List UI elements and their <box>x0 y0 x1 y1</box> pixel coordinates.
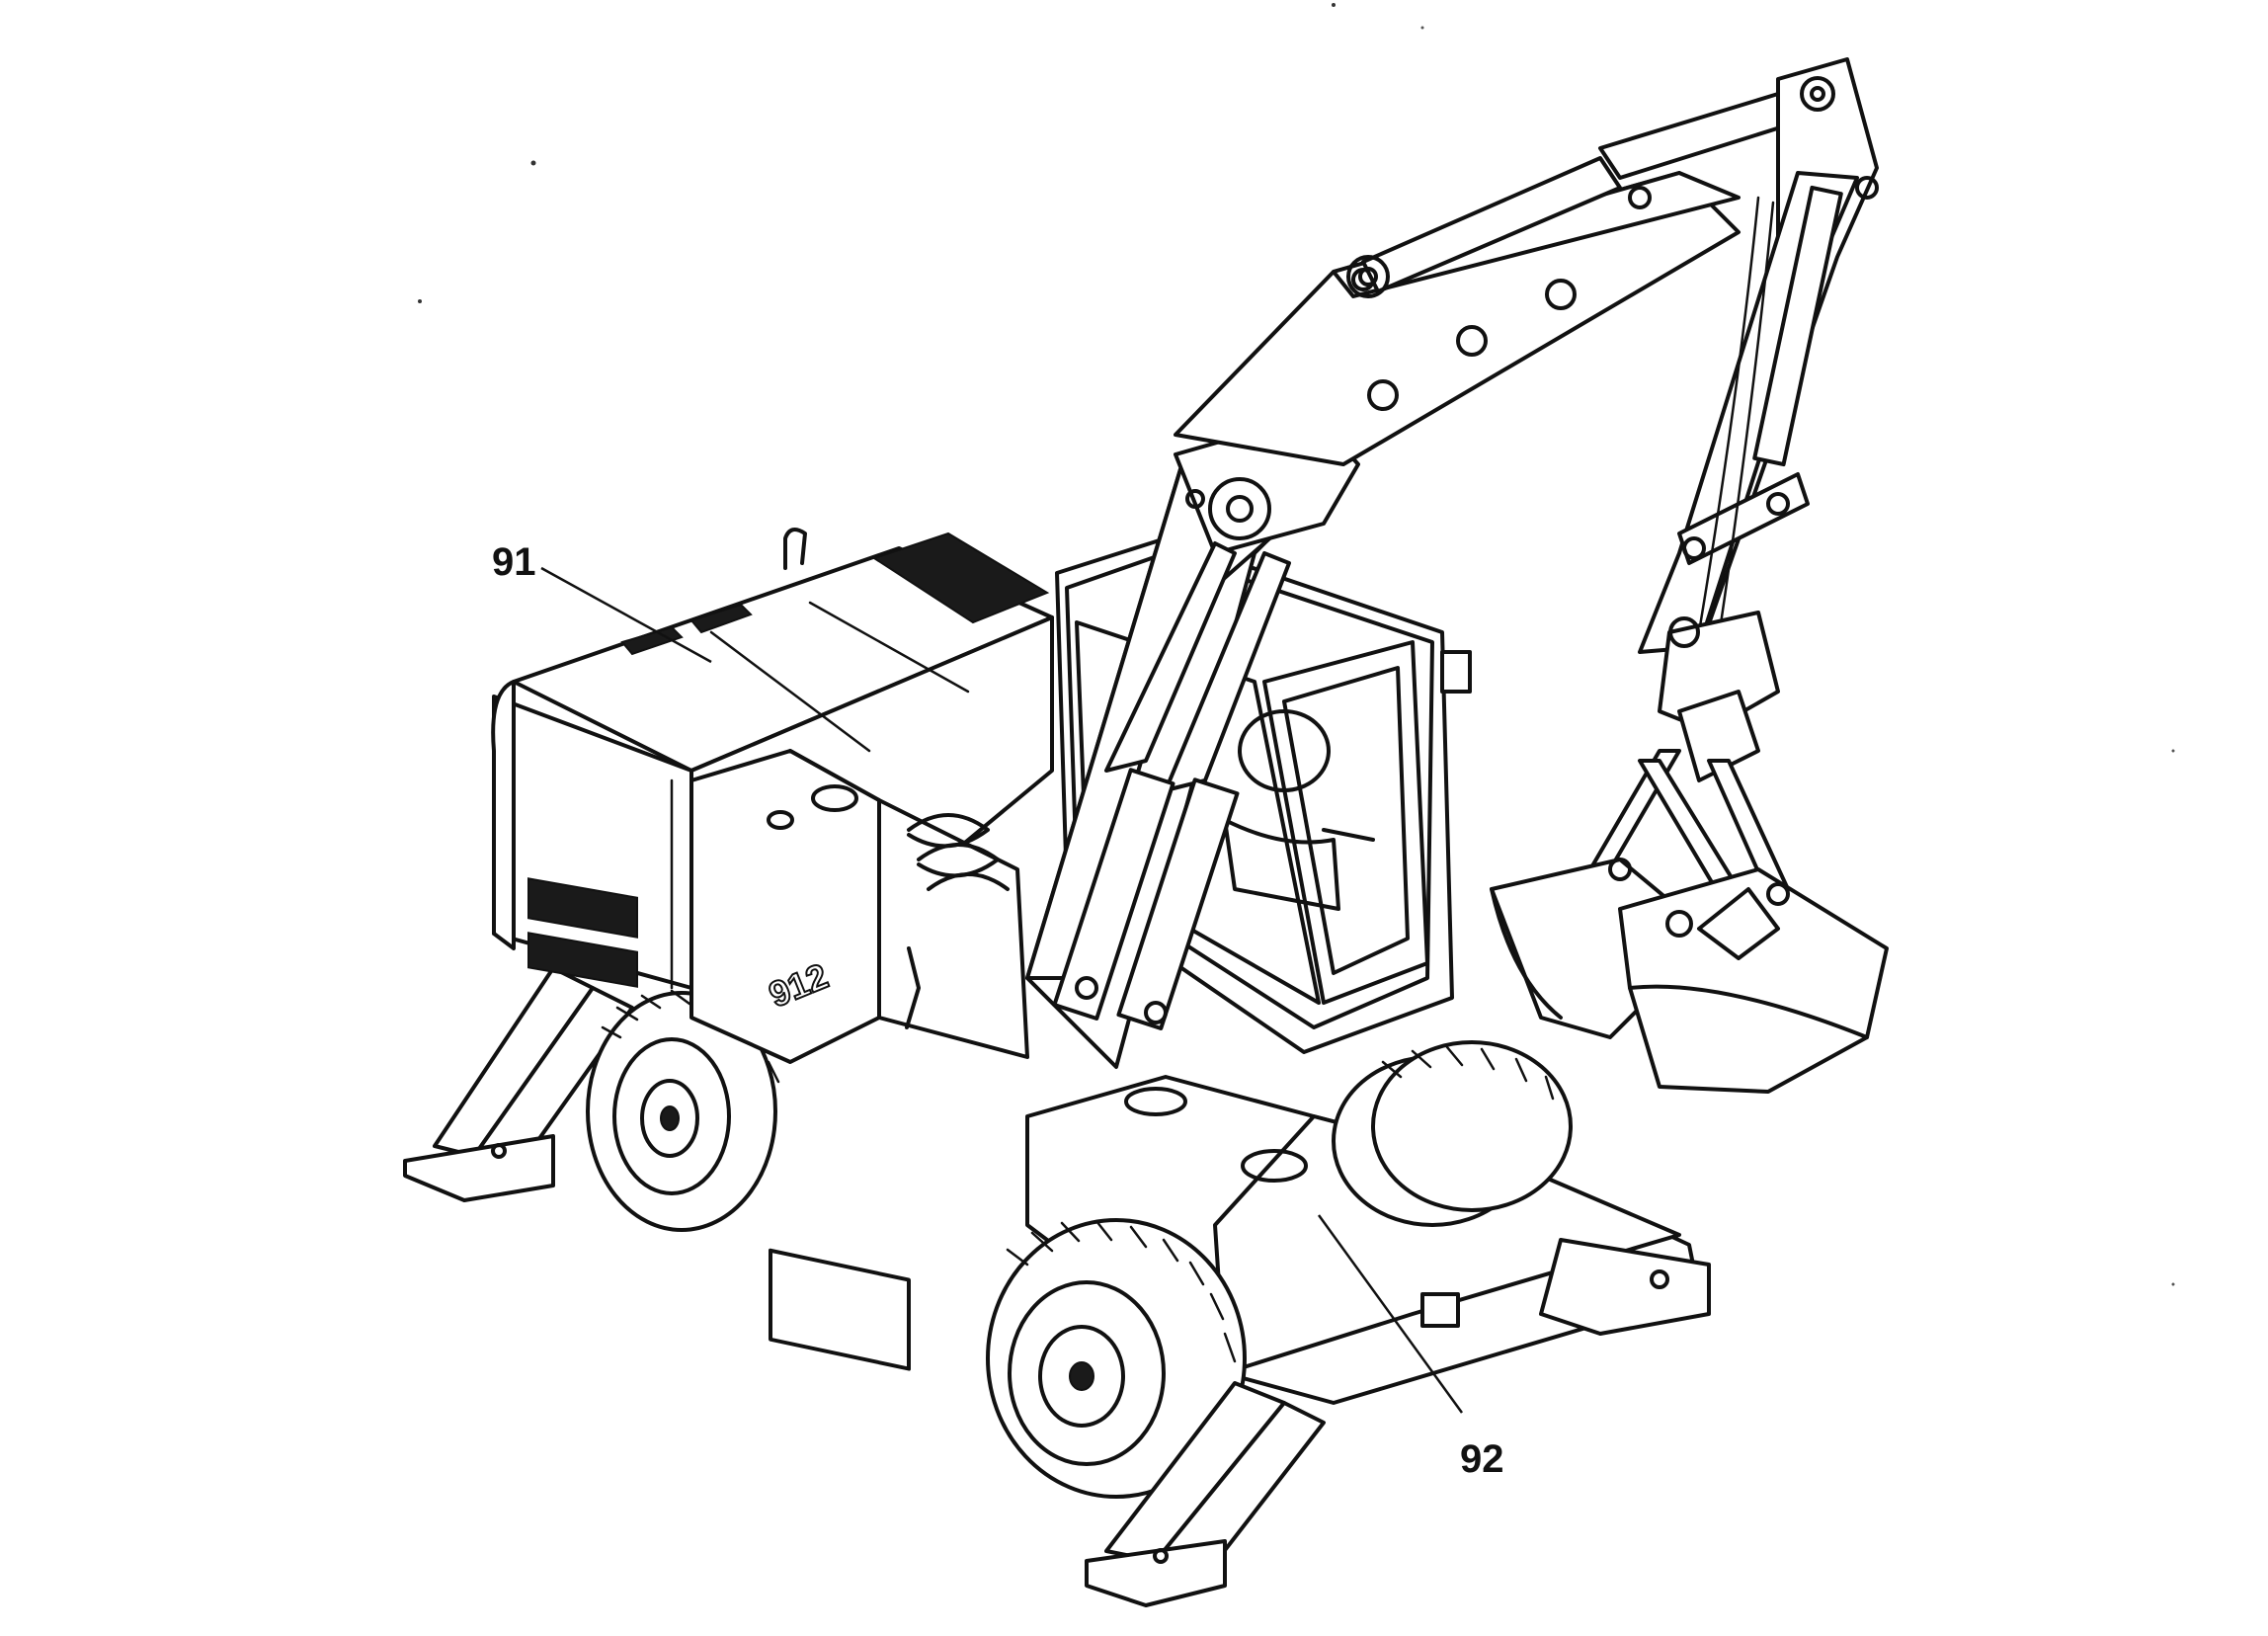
front-wheel <box>986 1218 1247 1499</box>
callout-92: 92 <box>1317 1214 1504 1481</box>
callout-label-92: 92 <box>1460 1437 1504 1481</box>
arm-cylinder <box>1346 92 1795 298</box>
tool-box: 912 <box>689 749 1029 1371</box>
front-outrigger <box>1085 1381 1326 1607</box>
rear-left-wheel <box>586 989 780 1232</box>
callout-label-91: 91 <box>492 540 536 584</box>
rear-right-wheels <box>1332 1040 1573 1227</box>
dipper-arm <box>1638 57 1879 654</box>
rear-left-outrigger <box>403 966 634 1202</box>
clamshell-grab <box>1490 611 1889 1094</box>
boom-cylinders <box>1052 541 1291 1030</box>
scan-specks <box>418 3 2175 1286</box>
callout-91: 91 <box>492 540 712 664</box>
